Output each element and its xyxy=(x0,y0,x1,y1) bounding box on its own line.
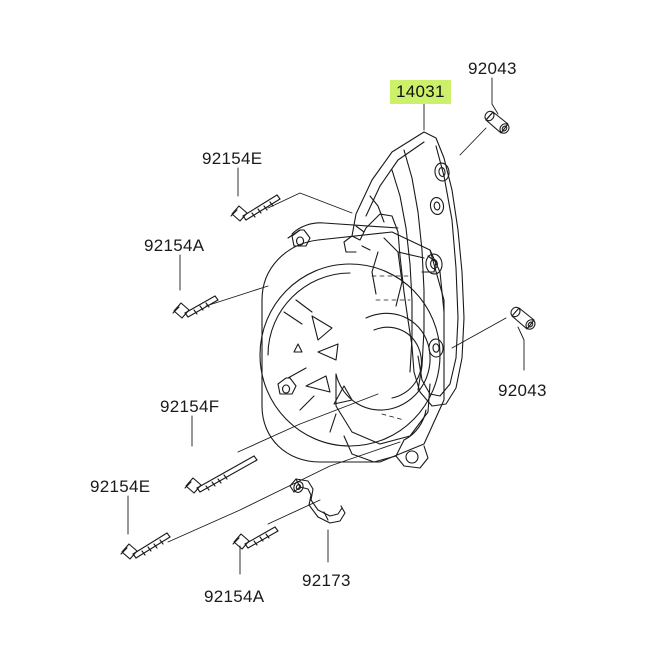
part-label-92154A-lower: 92154A xyxy=(204,587,265,606)
part-label-92173: 92173 xyxy=(302,571,351,590)
part-label-92043-top: 92043 xyxy=(468,59,517,78)
leader-lines xyxy=(127,77,525,575)
part-92154E-bolt-lower xyxy=(120,532,171,560)
part-label-92154E-top: 92154E xyxy=(202,149,263,168)
part-label-92154E-lower: 92154E xyxy=(90,477,151,496)
part-92154F-bolt xyxy=(184,455,258,494)
part-92043-collar-top xyxy=(484,110,510,134)
part-label-92043-right: 92043 xyxy=(498,381,547,400)
engine-case-detail xyxy=(335,237,445,469)
part-92043-collar-right xyxy=(510,306,536,330)
part-14031-clutch-cover xyxy=(343,131,465,407)
part-92154E-bolt-top xyxy=(230,194,281,222)
part-label-92154F: 92154F xyxy=(160,397,220,416)
part-92154A-bolt-lower xyxy=(232,526,279,550)
part-label-14031: 14031 xyxy=(390,80,451,104)
case-attachment-tabs xyxy=(277,229,437,395)
part-92173-clamp xyxy=(289,478,346,524)
part-92154A-bolt-upper xyxy=(172,295,219,319)
part-label-92154A-upper: 92154A xyxy=(144,236,205,255)
engine-case-body xyxy=(261,222,445,463)
hidden-edges xyxy=(371,275,411,421)
